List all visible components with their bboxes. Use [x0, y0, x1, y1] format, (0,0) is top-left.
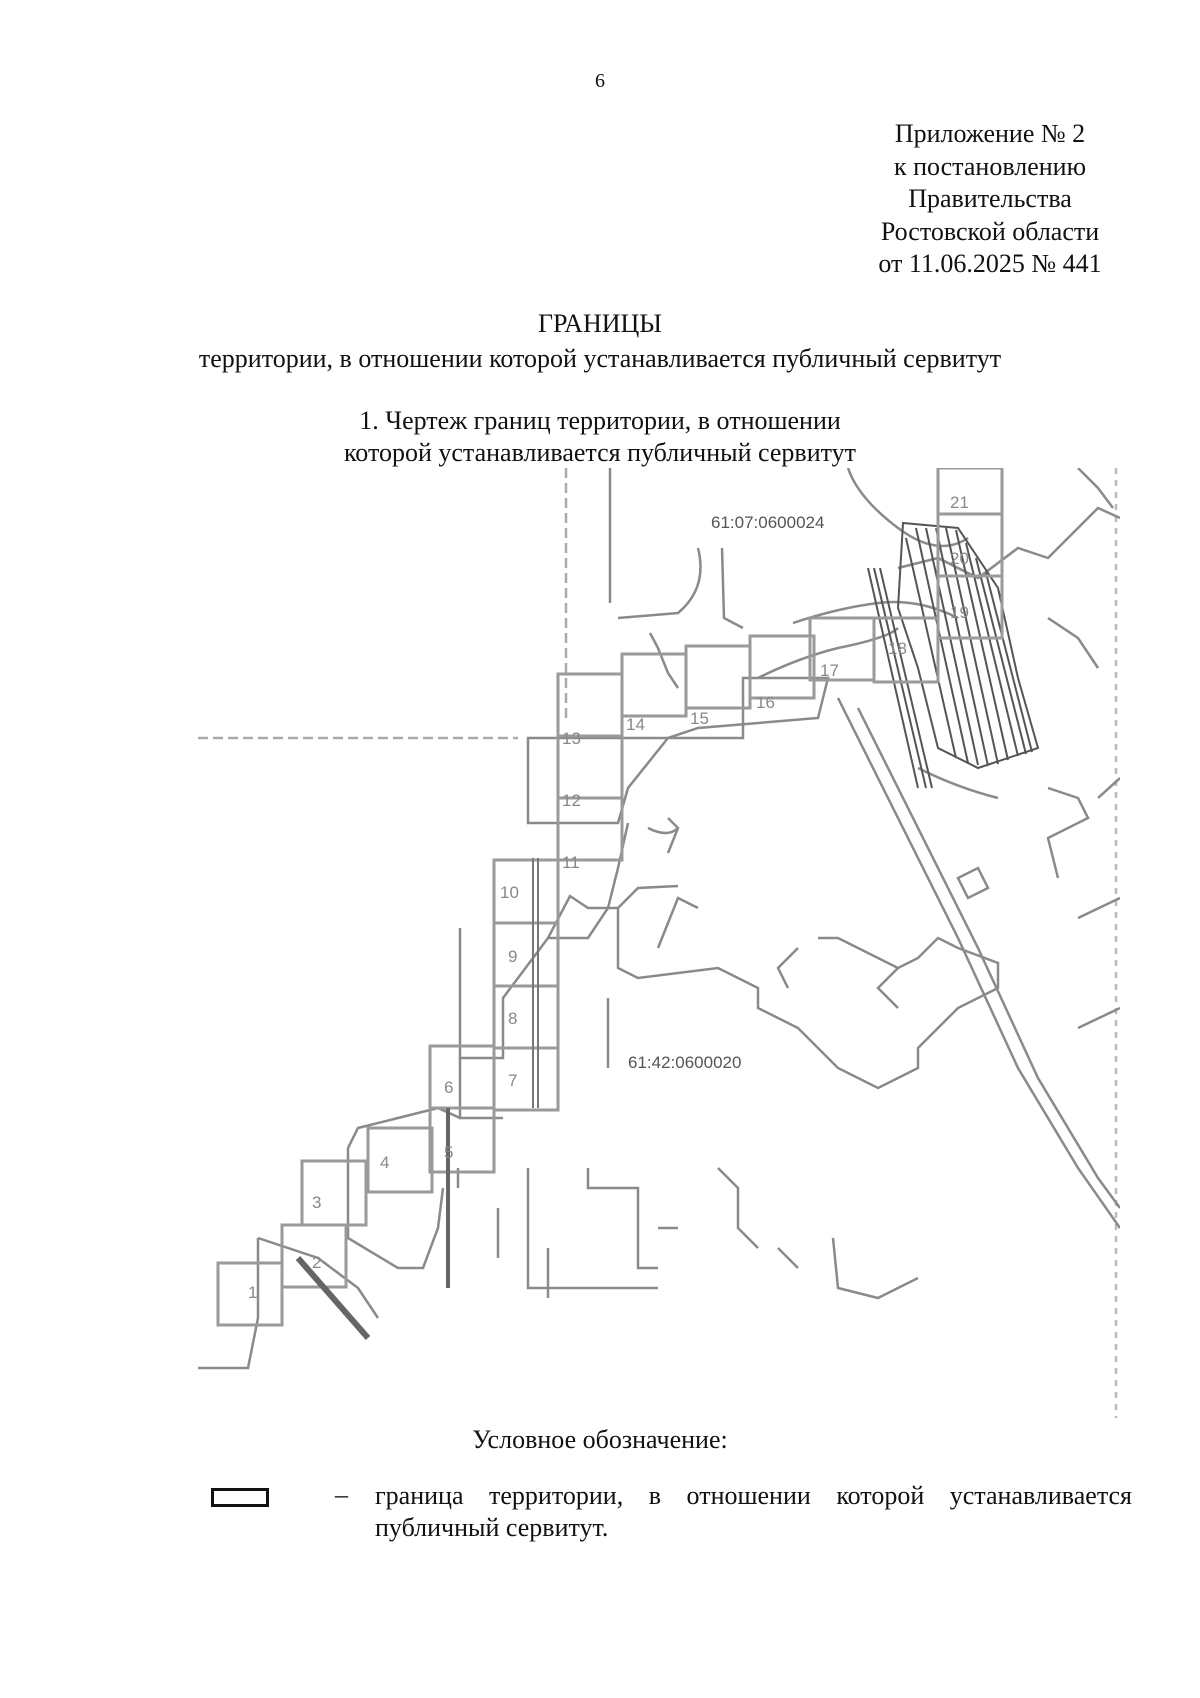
appendix-line: Приложение № 2: [894, 119, 1086, 148]
sheet-number: 12: [562, 791, 581, 810]
cadastral-label-south: 61:42:0600020: [628, 1053, 741, 1072]
legend-dash: –: [335, 1480, 348, 1509]
sheet-number: 13: [562, 729, 581, 748]
section-heading-line: которой устанавливается публичный сервит…: [343, 438, 856, 467]
legend-description: граница территории, в отношении которой …: [375, 1481, 1132, 1542]
sheet-number: 7: [508, 1071, 517, 1090]
sheet-number: 19: [950, 603, 969, 622]
appendix-line: Ростовской области: [880, 216, 1100, 246]
section-heading: 1. Чертеж границ территории, в отношении…: [0, 405, 1200, 469]
sheet-number: 16: [756, 693, 775, 712]
sheet-number: 2: [312, 1253, 321, 1272]
appendix-line: Правительства: [908, 184, 1072, 213]
appendix-line: к постановлению: [893, 151, 1087, 181]
document-title: ГРАНИЦЫ: [538, 309, 662, 338]
legend-title: Условное обозначение:: [472, 1425, 728, 1454]
sheet-number: 15: [690, 709, 709, 728]
sheet-number: 9: [508, 947, 517, 966]
page-number: 6: [595, 70, 605, 92]
sheet-number: 14: [626, 715, 645, 734]
sheet-number: 18: [888, 639, 907, 658]
appendix-block: Приложение № 2 к постановлению Правитель…: [840, 118, 1140, 281]
appendix-line: от 11.06.2025 № 441: [878, 249, 1102, 278]
document-subtitle: территории, в отношении которой устанавл…: [198, 344, 1002, 373]
boundary-map: 61:07:0600024 61:42:0600020 1 2 3 4 5 6 …: [198, 468, 1120, 1418]
section-heading-line: 1. Чертеж границ территории, в отношении: [359, 406, 841, 435]
sheet-number: 1: [248, 1283, 257, 1302]
cadastral-label-north: 61:07:0600024: [711, 513, 824, 532]
sheet-number: 20: [950, 549, 969, 568]
sheet-number: 11: [562, 853, 580, 872]
sheet-number: 8: [508, 1009, 517, 1028]
servitude-boundary: [216, 468, 1004, 1340]
base-map-lines: [198, 468, 1120, 1418]
sheet-number: 17: [820, 661, 839, 680]
sheet-number: 21: [950, 493, 969, 512]
sheet-number: 10: [500, 883, 519, 902]
sheet-number: 5: [444, 1143, 453, 1162]
sheet-number: 6: [444, 1078, 453, 1097]
sheet-number: 4: [380, 1153, 389, 1172]
dark-corridor: [867, 521, 1040, 789]
sheet-number: 3: [312, 1193, 321, 1212]
legend-boundary-symbol: [211, 1488, 269, 1507]
